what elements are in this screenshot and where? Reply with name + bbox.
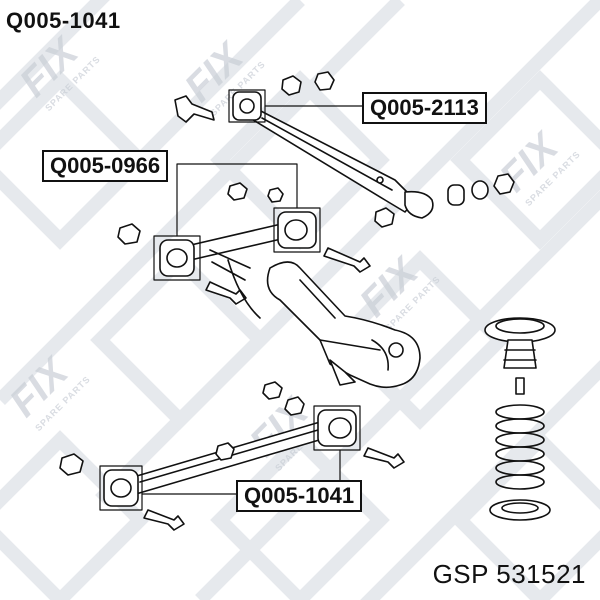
axle-carrier [209,249,421,416]
callout-leaders [99,89,363,511]
header-part-code: Q005-1041 [6,8,121,33]
upper-control-arm [232,91,434,219]
callout-label-lower-arm: Q005-1041 [236,480,363,512]
middle-control-arm [117,211,371,305]
footer-brand-part: GSP 531521 [432,559,586,589]
lower-control-arm [59,409,405,531]
coil-spring-assembly [484,317,556,521]
callout-label-upper-arm: Q005-2113 [362,92,487,124]
upper-hardware [174,71,515,228]
callout-label-middle-arm: Q005-0966 [42,150,169,182]
